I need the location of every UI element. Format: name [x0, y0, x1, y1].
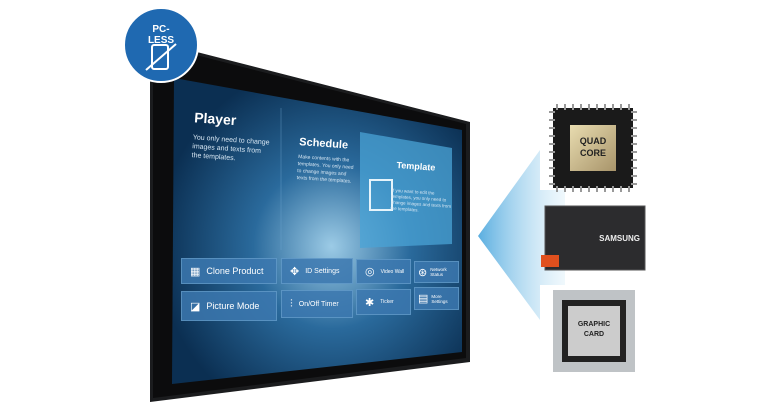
ssd-brand: SAMSUNG — [599, 234, 640, 243]
gpu-line2: CARD — [583, 331, 605, 338]
tile-more-settings[interactable]: ▤More Settings — [414, 287, 459, 310]
tile-on-off-timer[interactable]: ⫶ On/Off Timer — [281, 290, 353, 318]
arrow-icon — [478, 150, 565, 320]
template-panel — [360, 132, 452, 248]
tools-icon: ✥ — [290, 265, 300, 278]
tile-clone-product[interactable]: ▦ Clone Product — [181, 258, 277, 284]
video-wall-icon: ◎ — [365, 266, 375, 278]
cpu-chip-icon — [549, 104, 637, 192]
pc-crossed-icon — [151, 44, 169, 70]
tile-label: Picture Mode — [206, 301, 260, 311]
pc-less-badge — [123, 7, 199, 83]
gpu-line1: GRAPHIC — [577, 321, 611, 328]
tile-label: Network Status — [430, 267, 447, 277]
template-icon — [369, 179, 393, 211]
tile-label: Video Wall — [380, 268, 405, 275]
cpu-line1: QUAD — [579, 136, 607, 146]
graphic-card-icon — [553, 290, 635, 372]
schedule-title: Schedule — [298, 136, 349, 152]
settings-doc-icon: ▤ — [418, 293, 429, 305]
puzzle-icon: ✱ — [365, 296, 375, 309]
tile-label: Ticker — [380, 299, 394, 305]
tile-ticker[interactable]: ✱ Ticker — [356, 289, 411, 315]
tile-label: ID Settings — [305, 267, 340, 275]
template-desc: If you want to edit the templates, you o… — [390, 187, 452, 213]
cpu-line2: CORE — [579, 148, 606, 158]
tile-video-wall[interactable]: ◎ Video Wall — [356, 259, 411, 284]
gpu-label: GRAPHIC CARD — [568, 320, 620, 340]
template-label-group[interactable]: Template If you want to edit the templat… — [390, 160, 456, 216]
tile-network-status[interactable]: ⊛Network Status — [414, 261, 459, 283]
tile-label: Clone Product — [206, 266, 264, 276]
tile-id-settings[interactable]: ✥ ID Settings — [281, 258, 353, 284]
grid-icon: ▦ — [190, 265, 201, 278]
player-panel[interactable]: Player You only need to change images an… — [191, 109, 274, 165]
tile-label: More Settings — [431, 293, 448, 304]
chart-monitor-icon: ◪ — [190, 300, 201, 313]
ssd-icon — [541, 205, 646, 271]
cpu-label: QUAD CORE — [570, 135, 616, 159]
schedule-panel[interactable]: Schedule Make contents with the template… — [296, 136, 355, 186]
schedule-desc: Make contents with the templates. You on… — [296, 154, 354, 185]
tile-picture-mode[interactable]: ◪ Picture Mode — [181, 291, 277, 321]
badge-label: PC-LESS — [147, 24, 175, 46]
network-icon: ⊛ — [418, 266, 428, 279]
tile-label: On/Off Timer — [298, 300, 339, 308]
player-desc: You only need to change images and texts… — [191, 134, 270, 163]
sliders-icon: ⫶ — [290, 297, 293, 310]
